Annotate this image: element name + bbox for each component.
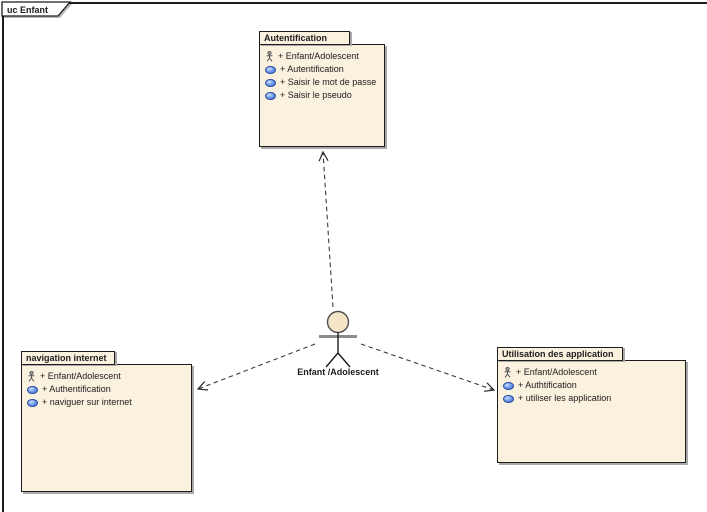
package-item-label: + Authtification	[518, 380, 577, 390]
frame-top-border	[2, 2, 707, 4]
frame-label-tab: uc Enfant	[1, 1, 72, 18]
actor-leg-left	[325, 352, 339, 368]
actor-label: Enfant /Adolescent	[297, 367, 379, 377]
package-navigation-internet[interactable]: navigation internet + Enfant/Adolescent …	[21, 351, 192, 492]
package-item-label: + Enfant/Adolescent	[516, 367, 597, 377]
actor-figure[interactable]	[319, 310, 357, 368]
package-title: navigation internet	[26, 353, 107, 363]
package-item-label: + Saisir le mot de passe	[280, 77, 377, 87]
usecase-icon	[503, 394, 514, 403]
package-body: + Enfant/Adolescent + Authtification + u…	[497, 360, 686, 463]
actor-leg-right	[337, 352, 351, 368]
package-autentification[interactable]: Autentification + Enfant/Adolescent + Au…	[259, 31, 385, 147]
package-tab: navigation internet	[21, 351, 115, 365]
package-title: Autentification	[264, 33, 327, 43]
package-item-label: + Autentification	[280, 64, 344, 74]
usecase-icon	[27, 385, 38, 394]
package-item[interactable]: + Authentification	[22, 383, 191, 396]
actor-head	[326, 310, 350, 334]
actor-icon	[28, 371, 35, 382]
usecase-icon	[27, 398, 38, 407]
frame-left-border	[2, 2, 4, 512]
actor-icon	[266, 51, 273, 62]
package-item-label: + naviguer sur internet	[42, 397, 132, 407]
package-body: + Enfant/Adolescent + Autentification + …	[259, 44, 385, 147]
package-item[interactable]: + naviguer sur internet	[22, 396, 191, 409]
frame-tab-shape	[1, 1, 72, 17]
package-item[interactable]: + Saisir le pseudo	[260, 89, 384, 102]
package-item[interactable]: + Enfant/Adolescent	[498, 366, 685, 379]
package-item[interactable]: + Autentification	[260, 63, 384, 76]
usecase-icon	[265, 91, 276, 100]
package-title: Utilisation des application	[502, 349, 614, 359]
actor-icon	[504, 367, 511, 378]
package-item-label: + Enfant/Adolescent	[40, 371, 121, 381]
package-item-label: + utiliser les application	[518, 393, 612, 403]
frame-label: uc Enfant	[7, 5, 48, 15]
package-item[interactable]: + utiliser les application	[498, 392, 685, 405]
package-item[interactable]: + Authtification	[498, 379, 685, 392]
package-utilisation-des-application[interactable]: Utilisation des application + Enfant/Ado…	[497, 347, 686, 463]
package-item[interactable]: + Saisir le mot de passe	[260, 76, 384, 89]
package-item-label: + Enfant/Adolescent	[278, 51, 359, 61]
usecase-icon	[265, 78, 276, 87]
package-item[interactable]: + Enfant/Adolescent	[22, 370, 191, 383]
usecase-icon	[503, 381, 514, 390]
package-tab: Utilisation des application	[497, 347, 623, 361]
package-item-label: + Authentification	[42, 384, 111, 394]
package-tab: Autentification	[259, 31, 350, 45]
package-item-label: + Saisir le pseudo	[280, 90, 352, 100]
connector-actor-to-autentification	[318, 150, 334, 308]
package-body: + Enfant/Adolescent + Authentification +…	[21, 364, 192, 492]
usecase-icon	[265, 65, 276, 74]
package-item[interactable]: + Enfant/Adolescent	[260, 50, 384, 63]
